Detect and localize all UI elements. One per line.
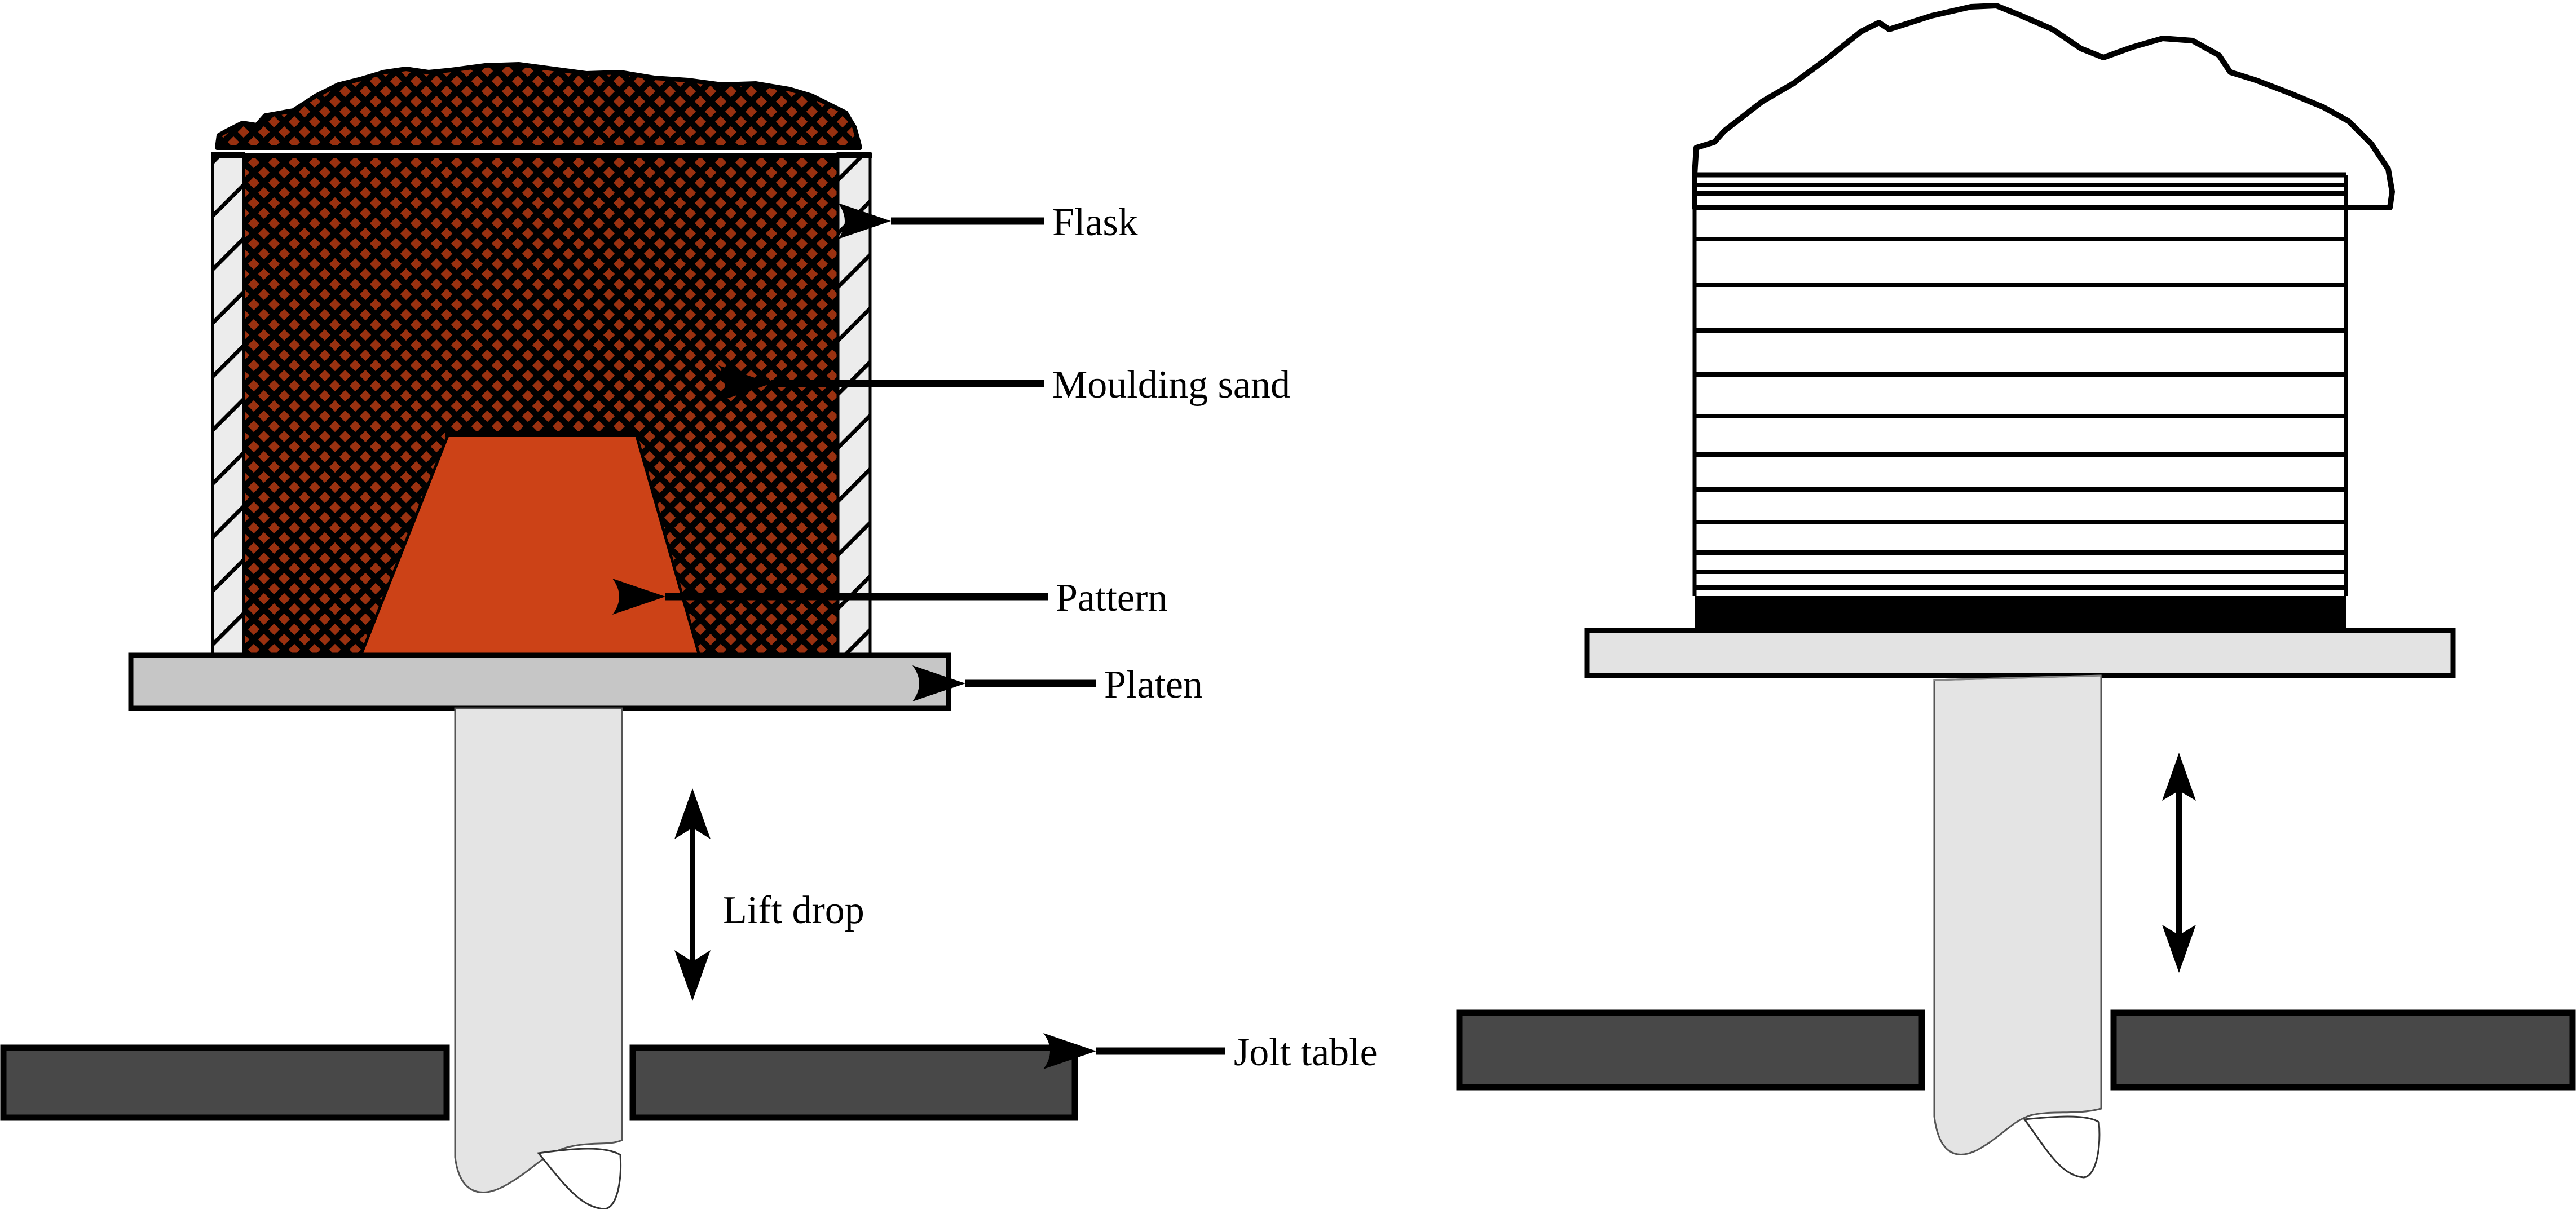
compacted-black-layer [1695, 596, 2346, 630]
jolt-table-right-bar [629, 1044, 1078, 1121]
callouts [612, 203, 1225, 1069]
platen-label: Platen [1104, 663, 1203, 707]
moulding-sand-label: Moulding sand [1052, 363, 1290, 407]
lift-drop-arrow-right-icon [2162, 753, 2196, 973]
piston-left-torn-end [537, 1148, 622, 1209]
sand-heap [215, 62, 862, 150]
jolt-table-left-bar [0, 1044, 450, 1121]
piston-right [1933, 674, 2102, 1155]
jolt-table-right-bar-right-panel [2110, 1009, 2576, 1091]
jolt-table-left-bar-right-panel [1456, 1009, 1925, 1091]
flask-right-wall [836, 152, 872, 657]
platen-right [1584, 628, 2456, 678]
piston-right-top-edge [1934, 674, 2102, 681]
lift-drop-label: Lift drop [723, 889, 864, 932]
sand-layer-lines [1695, 183, 2346, 590]
piston-right-torn-end [2023, 1115, 2101, 1179]
jolt-table-label: Jolt table [1234, 1031, 1378, 1074]
left-panel-jolt-machine [0, 62, 1078, 1209]
compacted-sand-heap-outline [1692, 3, 2395, 210]
piston-left [454, 707, 623, 1193]
flask-left-wall [211, 152, 245, 657]
right-panel-compacted [1456, 3, 2576, 1179]
pattern-label: Pattern [1056, 576, 1167, 620]
lift-drop-arrow-icon [674, 788, 711, 1001]
flask-label: Flask [1052, 201, 1138, 244]
platen-left [128, 652, 951, 711]
